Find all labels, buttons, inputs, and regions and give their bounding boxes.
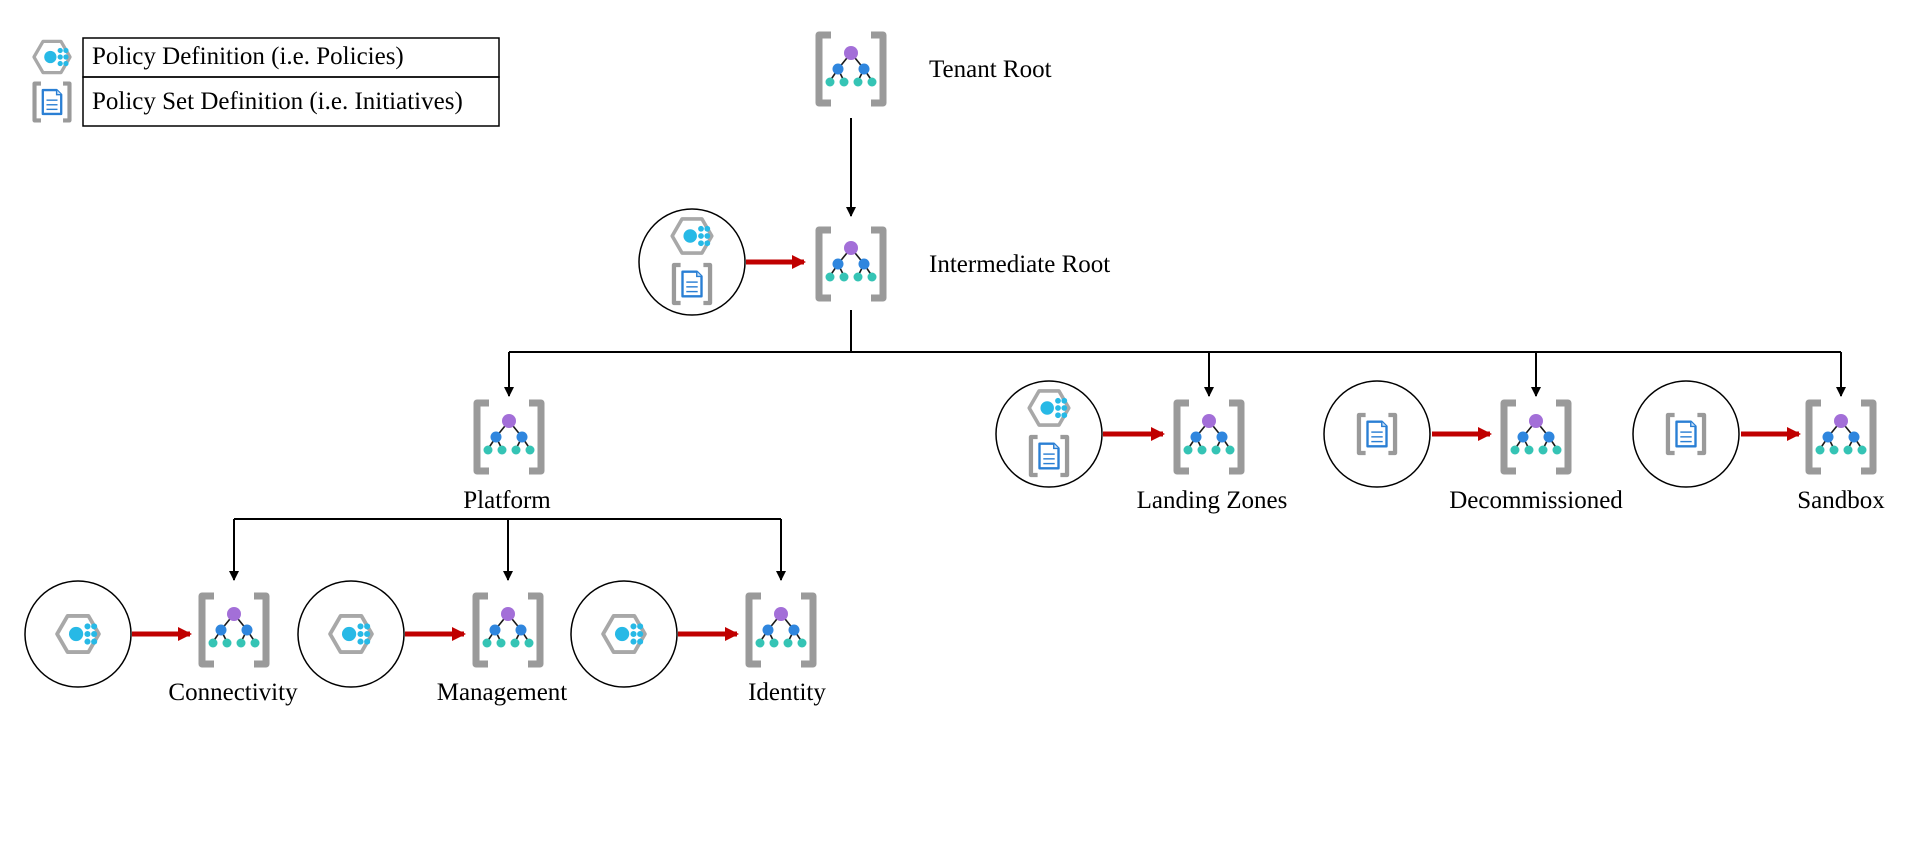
node-management: Management [437, 596, 568, 706]
management-group-icon [819, 230, 883, 298]
assignment-connectivity [24, 580, 132, 688]
node-intermediate-root: Intermediate Root [819, 230, 1110, 298]
legend-policy-set-label: Policy Set Definition (i.e. Initiatives) [92, 88, 463, 115]
legend-policy-set-definition-icon [35, 84, 70, 121]
management-group-icon [1809, 403, 1873, 471]
node-label: Platform [463, 487, 551, 514]
assignment-sandbox [1632, 380, 1740, 488]
node-sandbox: Sandbox [1797, 403, 1885, 514]
legend: Policy Definition (i.e. Policies) Policy… [32, 37, 500, 127]
node-label: Identity [748, 679, 826, 706]
node-decommissioned: Decommissioned [1449, 403, 1623, 514]
node-platform: Platform [463, 403, 551, 514]
node-tenant-root: Tenant Root [819, 35, 1052, 103]
node-label: Landing Zones [1137, 487, 1288, 514]
node-label: Connectivity [168, 679, 298, 706]
management-group-icon [819, 35, 883, 103]
assignment-circle [995, 380, 1103, 488]
assignment-management [297, 580, 405, 688]
management-group-icon [1177, 403, 1241, 471]
node-label: Tenant Root [929, 56, 1052, 83]
node-landing-zones: Landing Zones [1137, 403, 1288, 514]
node-identity: Identity [748, 596, 826, 706]
management-group-icon [477, 403, 541, 471]
hierarchy-connectors [229, 118, 1846, 581]
assignment-arrows [132, 255, 1801, 641]
node-label: Intermediate Root [929, 251, 1110, 278]
assignment-decommissioned [1323, 380, 1431, 488]
assignment-intermediate [638, 208, 746, 316]
management-group-icon [749, 596, 813, 664]
legend-policy-definition-icon [32, 39, 72, 75]
assignment-identity [570, 580, 678, 688]
node-connectivity: Connectivity [168, 596, 298, 706]
assignment-landing-zones [995, 380, 1103, 488]
node-label: Decommissioned [1449, 487, 1623, 514]
node-label: Management [437, 679, 568, 706]
management-group-icon [1504, 403, 1568, 471]
assignment-circle [638, 208, 746, 316]
legend-policy-label: Policy Definition (i.e. Policies) [92, 43, 404, 70]
legend-box-policy-set [82, 76, 500, 127]
management-group-icon [476, 596, 540, 664]
node-label: Sandbox [1797, 487, 1885, 514]
management-group-icon [202, 596, 266, 664]
